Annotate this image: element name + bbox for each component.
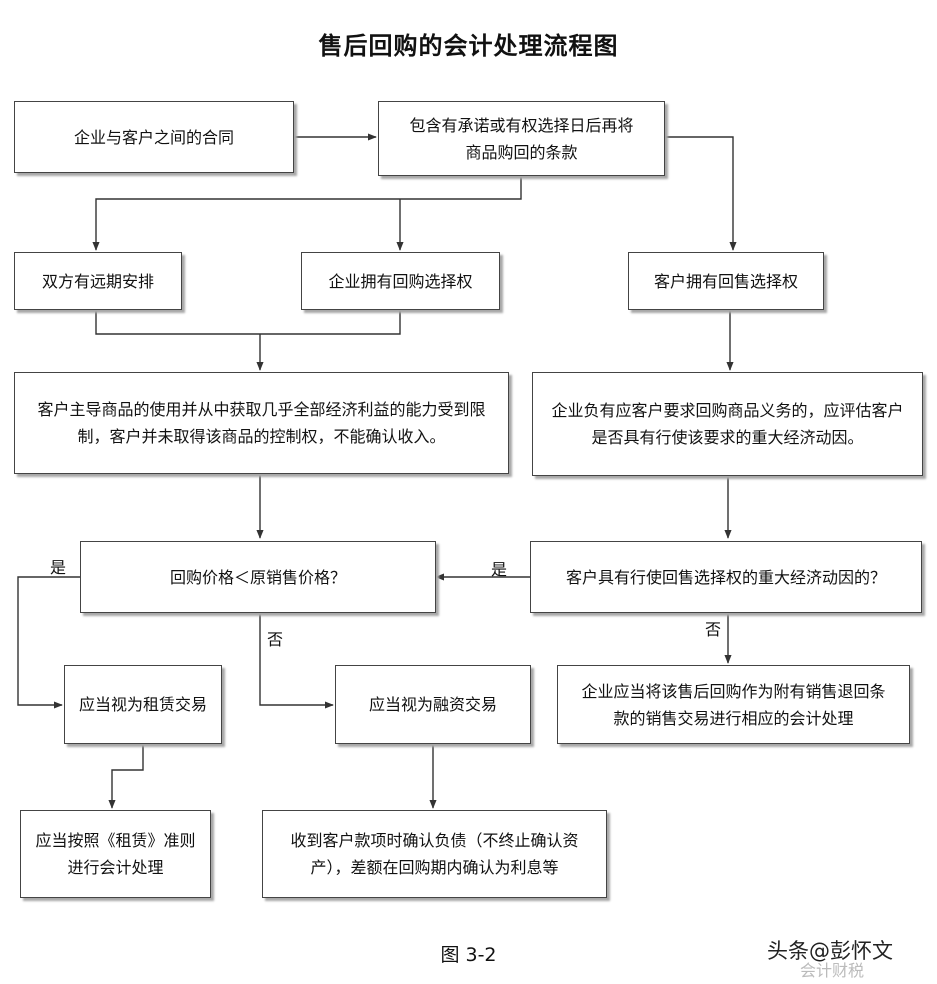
node-clause: 包含有承诺或有权选择日后再将商品购回的条款 <box>378 101 665 176</box>
arrow-lease-to-standard <box>108 744 144 809</box>
arrow-clause-to-put-option <box>665 136 737 251</box>
figure-caption: 图 3-2 <box>440 944 497 966</box>
node-incentive-question: 客户具有行使回售选择权的重大经济动因的？ <box>530 541 922 613</box>
arrow-price-no <box>259 613 334 709</box>
node-obligation: 企业负有应客户要求回购商品义务的，应评估客户是否具有行使该要求的重大经济动因。 <box>532 372 923 476</box>
node-lease-standard: 应当按照《租赁》准则进行会计处理 <box>20 810 211 898</box>
diagram-title: 售后回购的会计处理流程图 <box>318 32 619 60</box>
label-no-right: 否 <box>705 620 722 639</box>
label-no-left: 否 <box>267 630 284 649</box>
label-yes-left: 是 <box>50 558 67 577</box>
arrow-price-yes <box>17 576 80 709</box>
node-call-option: 企业拥有回购选择权 <box>301 252 500 310</box>
label-yes-right: 是 <box>491 560 508 579</box>
watermark-sub: 会计财税 <box>800 961 865 980</box>
arrow-clause-branches <box>92 176 522 251</box>
node-price-question: 回购价格＜原销售价格？ <box>80 541 436 613</box>
node-sale-with-return: 企业应当将该售后回购作为附有销售退回条款的销售交易进行相应的会计处理 <box>557 665 910 744</box>
node-lease: 应当视为租赁交易 <box>64 665 222 744</box>
node-financing: 应当视为融资交易 <box>335 665 531 744</box>
node-put-option: 客户拥有回售选择权 <box>628 252 824 310</box>
arrow-options-merge <box>95 310 401 335</box>
node-forward: 双方有远期安排 <box>14 252 182 310</box>
watermark: 头条@彭怀文 <box>767 939 893 963</box>
node-liability: 收到客户款项时确认负债（不终止确认资产），差额在回购期内确认为利息等 <box>262 810 607 898</box>
node-limited-control: 客户主导商品的使用并从中获取几乎全部经济利益的能力受到限制，客户并未取得该商品的… <box>14 372 509 474</box>
node-contract: 企业与客户之间的合同 <box>14 101 294 173</box>
